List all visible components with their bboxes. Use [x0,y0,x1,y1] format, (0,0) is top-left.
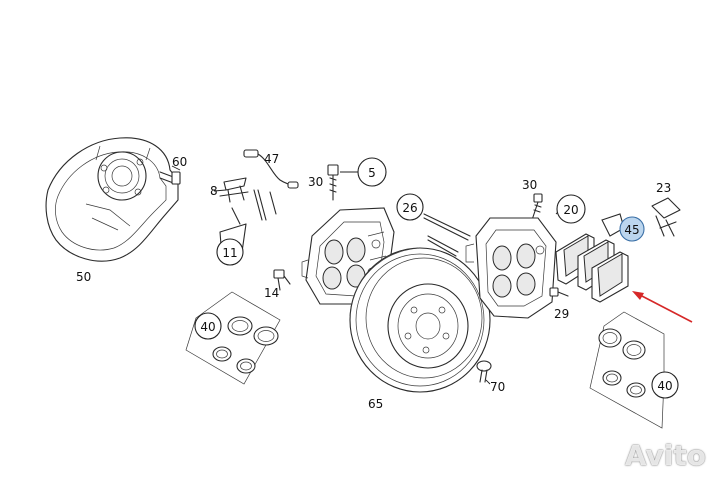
callout-label: 14 [264,286,279,300]
seal-kit-left-part [185,291,281,385]
callout-45-circle [619,216,645,242]
callout-label: 5 [368,166,376,180]
spring-clip-part [219,177,277,225]
callout-label: 30 [308,175,323,189]
callout-label: 45 [624,223,639,237]
clip-23-part [651,197,681,237]
brake-disc-part [349,247,491,393]
bolt-26-part [396,193,471,257]
seal-kit-right-part [589,311,665,429]
avito-watermark: Avito [624,439,706,472]
bleeder-screw-part [273,269,291,291]
bolt-60-part [159,171,181,185]
callout-40-left-circle [194,312,222,340]
callout-label: 29 [554,307,569,321]
highlight-arrow-icon [632,291,693,323]
screw-70-part [476,360,492,383]
callout-label: 65 [368,397,383,411]
callout-11-circle [216,238,244,266]
callout-label: 47 [264,152,279,166]
bleeder-29-part [549,287,569,297]
callout-label: 30 [522,178,537,192]
callout-label: 40 [657,379,672,393]
dust-shield-part [45,137,179,262]
callout-label: 40 [200,320,215,334]
callout-5-circle [357,157,387,187]
callout-label: 26 [402,201,417,215]
wear-sensor-part [243,149,299,189]
callout-label: 11 [222,246,237,260]
callout-label: 70 [490,380,505,394]
bolt-30-left-part [327,164,339,201]
callout-label: 20 [563,203,578,217]
rear-caliper-part [465,217,557,319]
brake-pads-part [555,213,629,303]
callout-label: 23 [656,181,671,195]
callout-label: 50 [76,270,91,284]
callout-label: 60 [172,155,187,169]
callout-label: 8 [210,184,218,198]
bolt-30-right-part [531,193,543,221]
callout-20-circle [556,194,586,224]
callout-40-right-circle [651,371,679,399]
